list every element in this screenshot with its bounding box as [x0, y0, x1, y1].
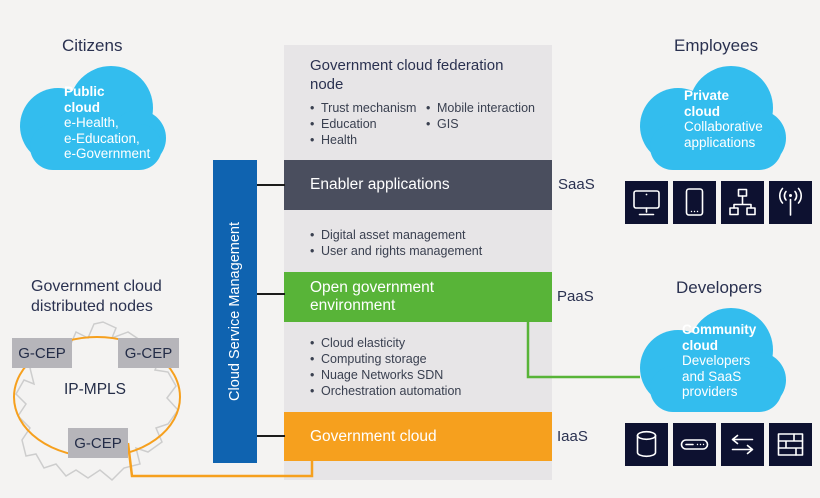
federation-features-right: Mobile interaction GIS — [426, 100, 535, 132]
public-cloud-title: Public cloud — [64, 84, 105, 115]
feature-item: Computing storage — [310, 351, 461, 367]
server-icon — [673, 423, 716, 466]
open-government-bar: Open government environment — [284, 272, 552, 322]
cloud-service-management-bar: Cloud Service Management — [213, 160, 257, 463]
open-gov-items: Cloud elasticity Computing storage Nuage… — [310, 335, 461, 399]
community-cloud-title: Community cloud — [682, 322, 757, 353]
cloud-shape — [640, 308, 786, 412]
feature-item: Orchestration automation — [310, 383, 461, 399]
feature-item: Nuage Networks SDN — [310, 367, 461, 383]
federation-node-title: Government cloud federation node — [310, 57, 504, 93]
saas-label: SaaS — [558, 176, 595, 193]
public-cloud-line: e-Government — [64, 146, 151, 161]
public-cloud: Public cloud e-Health, e-Education, e-Go… — [16, 62, 168, 174]
feature-item: Mobile interaction — [426, 100, 535, 116]
ip-mpls-label: IP-MPLS — [64, 381, 127, 398]
feature-item: Cloud elasticity — [310, 335, 461, 351]
enabler-applications-label: Enabler applications — [310, 176, 450, 194]
distributed-nodes-heading: Government cloud distributed nodes — [31, 278, 162, 315]
feature-item: Trust mechanism — [310, 100, 416, 116]
public-cloud-line: e-Education, — [64, 130, 140, 146]
government-cloud-bar: Government cloud — [284, 412, 552, 461]
federation-features-left: Trust mechanism Education Health — [310, 100, 416, 148]
desktop-monitor-icon — [625, 181, 668, 224]
cloud-shape — [640, 66, 786, 170]
data-exchange-arrows-icon — [721, 423, 764, 466]
employee-device-icons — [625, 181, 812, 224]
private-cloud: Private cloud Collaborative applications — [636, 62, 788, 174]
private-cloud-title: Private cloud — [684, 88, 730, 119]
open-government-label: Open government environment — [310, 279, 435, 314]
community-cloud: Community cloud Developers and SaaS prov… — [636, 304, 788, 416]
gcep-node-3: G-CEP — [68, 428, 128, 458]
enabler-items: Digital asset management User and rights… — [310, 227, 482, 259]
feature-item: Health — [310, 132, 416, 148]
developers-heading: Developers — [676, 278, 762, 297]
community-cloud-subtitle: Developers and SaaS providers — [682, 353, 751, 399]
feature-item: Digital asset management — [310, 227, 482, 243]
federation-node-panel: Government cloud federation node Trust m… — [284, 45, 552, 480]
cloud-service-management-label: Cloud Service Management — [227, 222, 243, 401]
enabler-applications-bar: Enabler applications — [284, 160, 552, 210]
feature-item: Education — [310, 116, 416, 132]
wireless-antenna-icon — [769, 181, 812, 224]
paas-label: PaaS — [557, 288, 594, 305]
cloud-shape — [20, 66, 166, 170]
database-icon — [625, 423, 668, 466]
public-cloud-line: e-Health, — [64, 115, 119, 130]
citizens-heading: Citizens — [62, 36, 123, 55]
private-cloud-subtitle: Collaborative applications — [684, 119, 763, 150]
network-topology-icon — [721, 181, 764, 224]
gcep-node-1: G-CEP — [12, 338, 72, 368]
government-cloud-label: Government cloud — [310, 427, 437, 445]
feature-item: GIS — [426, 116, 535, 132]
iaas-label: IaaS — [557, 428, 588, 445]
gcep-node-2: G-CEP — [118, 338, 179, 368]
feature-item: User and rights management — [310, 243, 482, 259]
developer-infra-icons — [625, 423, 812, 466]
employees-heading: Employees — [674, 36, 759, 55]
tablet-device-icon — [673, 181, 716, 224]
firewall-icon — [769, 423, 812, 466]
